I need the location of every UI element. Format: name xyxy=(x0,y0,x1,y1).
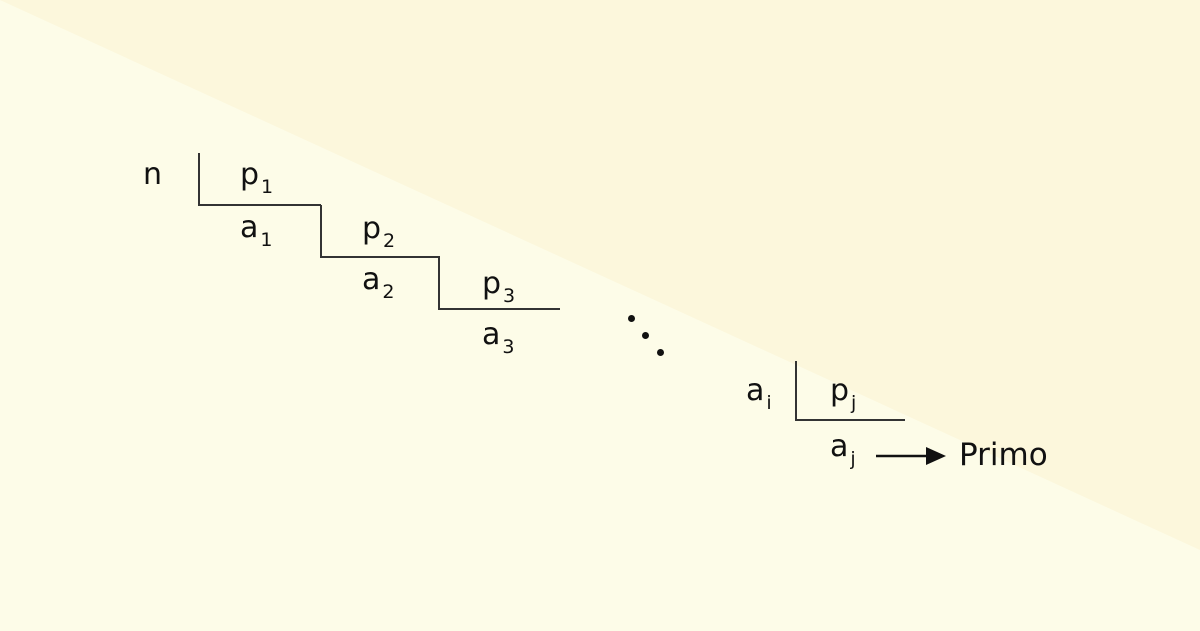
ellipsis-dot xyxy=(642,332,649,339)
step-2-vertical-line xyxy=(320,205,322,257)
step-1-vertical-line xyxy=(198,153,200,205)
right-arrow-icon xyxy=(876,447,946,465)
result-label: Primo xyxy=(959,437,1048,473)
final-vertical-line xyxy=(795,361,797,420)
step-3-vertical-line xyxy=(438,257,440,310)
ellipsis-dot xyxy=(628,315,635,322)
ellipsis-dot xyxy=(657,349,664,356)
step-3-horizontal-line xyxy=(438,308,560,310)
step-2-horizontal-line xyxy=(320,256,440,258)
step-1-horizontal-line xyxy=(198,204,321,206)
final-horizontal-line xyxy=(795,419,905,421)
dividend-n: n xyxy=(143,157,163,192)
